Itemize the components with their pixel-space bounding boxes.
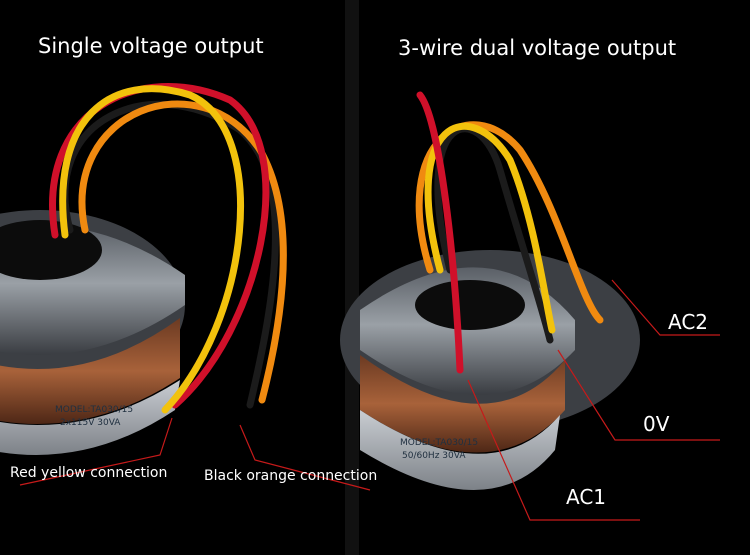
left-wires bbox=[49, 83, 287, 414]
label-ac2: AC2 bbox=[668, 310, 709, 334]
label-0v: 0V bbox=[643, 412, 670, 436]
label-black-orange-connection: Black orange connection bbox=[204, 468, 378, 484]
right-wires bbox=[415, 91, 604, 374]
right-transformer-spec-text: 50/60Hz 30VA bbox=[402, 451, 466, 461]
right-title: 3-wire dual voltage output bbox=[398, 36, 677, 60]
right-toroidal-transformer bbox=[340, 250, 640, 490]
left-transformer-model-text: MODEL:TA030/15 bbox=[55, 405, 134, 415]
left-title: Single voltage output bbox=[38, 34, 264, 58]
pointer-lines bbox=[19, 279, 720, 521]
left-toroidal-transformer bbox=[0, 210, 185, 455]
label-red-yellow-connection: Red yellow connection bbox=[10, 465, 168, 481]
left-transformer-spec-text: 2x115V 30VA bbox=[60, 418, 121, 428]
label-ac1: AC1 bbox=[566, 485, 607, 509]
right-transformer-model-text: MODEL:TA030/15 bbox=[400, 438, 479, 448]
